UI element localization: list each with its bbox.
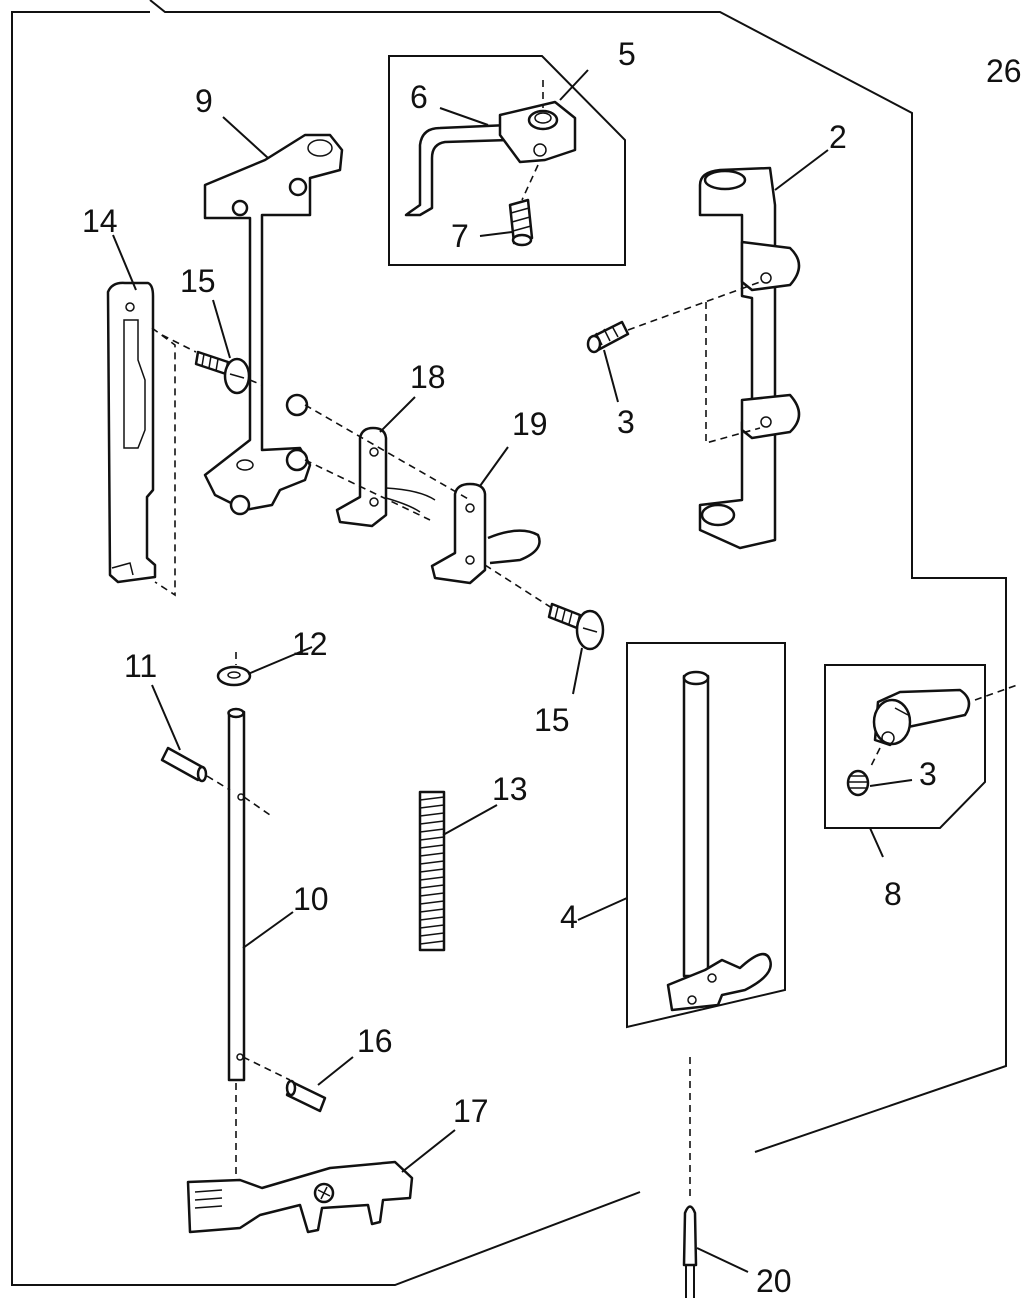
part-16-pin (285, 1079, 327, 1113)
leader-lines (112, 69, 913, 1273)
part-9-frame (203, 133, 344, 516)
label-part-3-lower: 3 (919, 756, 937, 792)
page-number: 26 (986, 53, 1022, 89)
label-part-7: 7 (451, 218, 469, 254)
inset-box-part-8 (824, 664, 986, 829)
part-15-screw-lower (547, 602, 605, 651)
inset-box-part-5 (388, 55, 626, 266)
part-13-spring (418, 790, 446, 952)
part-4-bar (666, 670, 772, 1012)
dash-11 (206, 775, 231, 791)
label-part-5: 5 (618, 36, 636, 72)
part-7-set-screw (508, 198, 534, 247)
label-part-13: 13 (492, 771, 528, 807)
dash-10 (235, 796, 291, 1190)
dash-2 (627, 281, 761, 445)
label-part-15-lower: 15 (534, 702, 570, 738)
part-12-washer (216, 665, 252, 687)
label-part-9: 9 (195, 83, 213, 119)
label-part-18: 18 (410, 359, 446, 395)
label-part-4: 4 (560, 899, 578, 935)
part-10-bar (227, 707, 246, 1082)
part-6-bracket (404, 80, 577, 217)
label-part-20: 20 (756, 1263, 792, 1298)
part-14-leader-dash (151, 327, 176, 597)
part-3-screw-lower (846, 769, 870, 797)
label-part-2: 2 (829, 119, 847, 155)
label-part-17: 17 (453, 1093, 489, 1129)
label-part-11: 11 (124, 648, 157, 684)
part-3-screw-upper (586, 320, 630, 354)
part-8-sleeve (872, 688, 971, 747)
diagram-boundary (11, 0, 1007, 1286)
part-20-needle (682, 1205, 698, 1298)
label-part-14: 14 (82, 203, 118, 239)
part-15-screw-upper (194, 350, 251, 395)
dash-18-19 (304, 404, 556, 611)
dash-8 (869, 683, 1021, 769)
part-18-bracket (335, 426, 436, 528)
dash-15-upper (161, 334, 263, 386)
label-part-12: 12 (292, 626, 328, 662)
label-part-3-upper: 3 (617, 404, 635, 440)
part-14-plate (106, 281, 157, 584)
part-labels: 2 3 3 4 5 6 7 8 9 10 11 12 13 14 15 15 1… (82, 36, 937, 1298)
label-part-19: 19 (512, 406, 548, 442)
label-part-8: 8 (884, 876, 902, 912)
label-part-16: 16 (357, 1023, 393, 1059)
label-part-10: 10 (293, 881, 329, 917)
label-part-15-upper: 15 (180, 263, 216, 299)
part-11-pin (160, 746, 208, 783)
label-part-6: 6 (410, 79, 428, 115)
part-17-base (186, 1160, 414, 1234)
part-19-bracket (430, 482, 541, 585)
part-2-frame (698, 166, 801, 550)
